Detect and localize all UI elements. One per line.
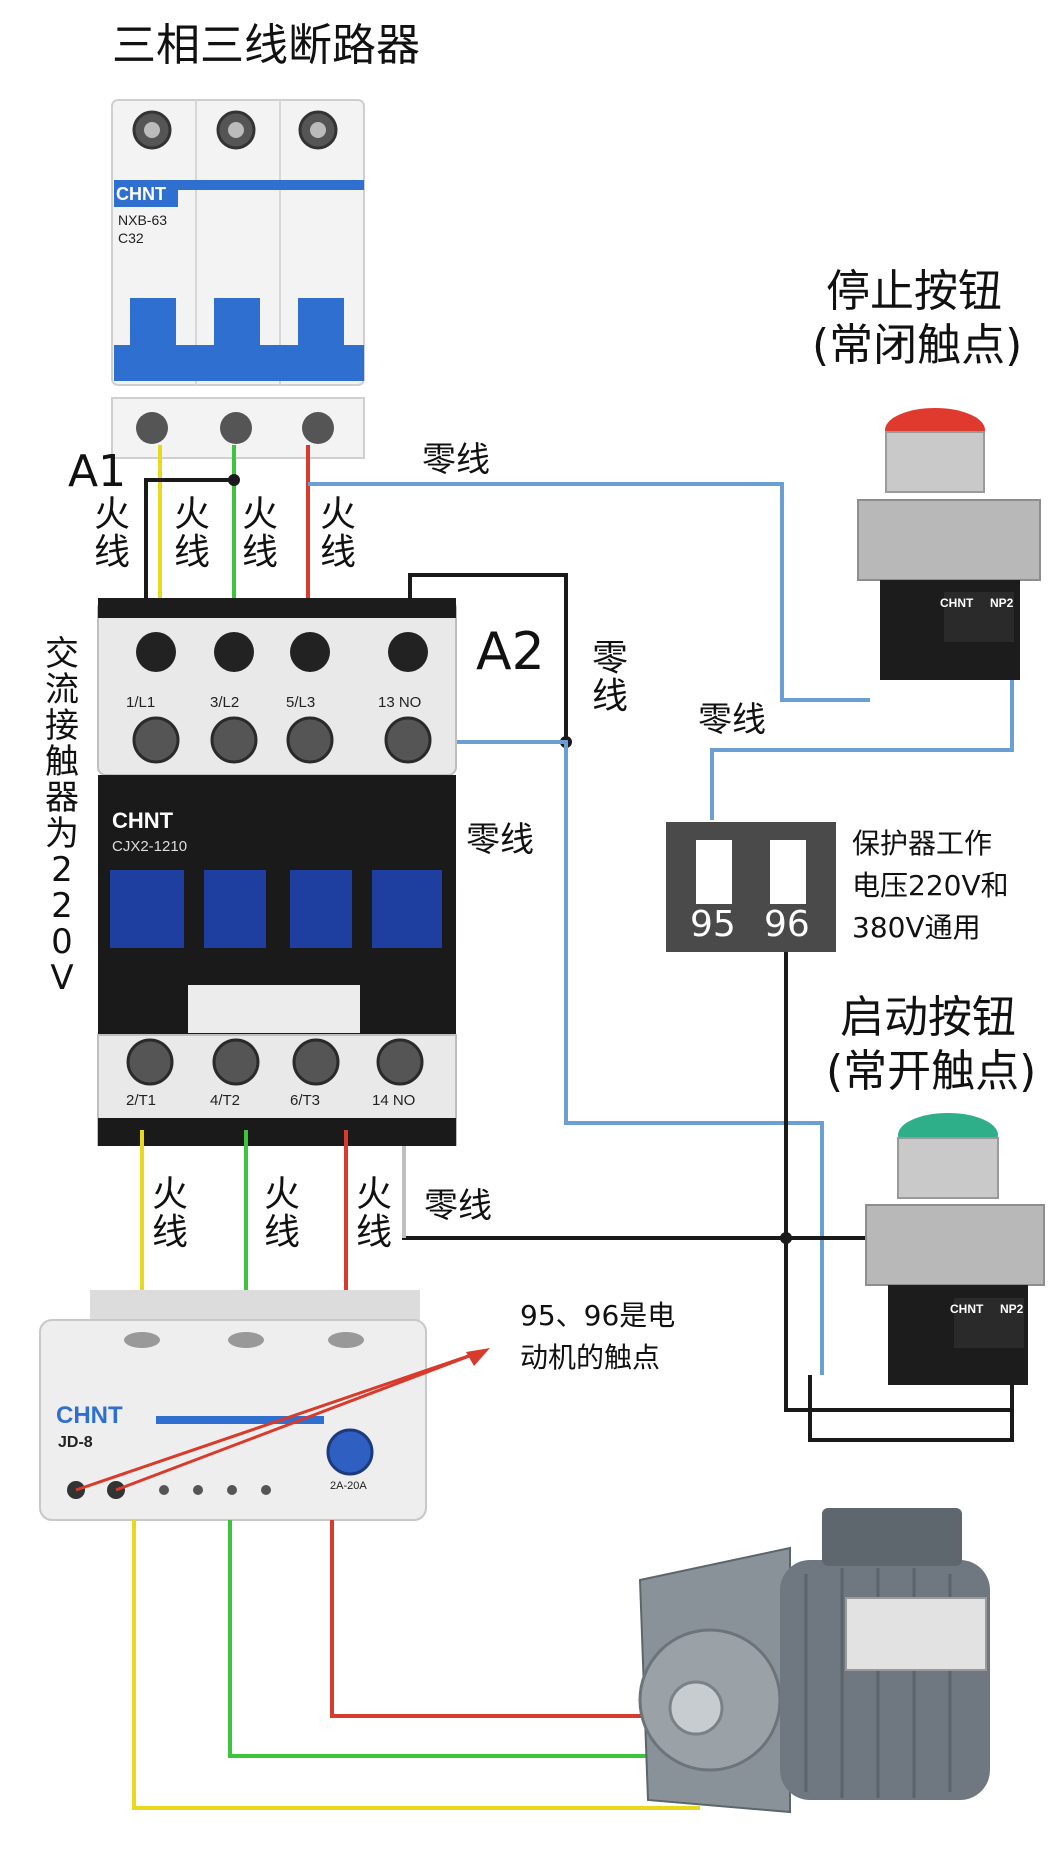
contactor-top-terminal-4: 13 NO xyxy=(378,694,422,711)
neutral-label-1: 零线 xyxy=(422,440,490,480)
neutral-label-4: 零线 xyxy=(466,820,534,860)
a1-label: A1 xyxy=(68,446,127,497)
ac-contactor xyxy=(97,598,457,1146)
contactor-top-terminal-1: 1/L1 xyxy=(126,694,156,711)
stop-button-subtitle: (常闭触点) xyxy=(812,320,1023,371)
start-button-model: NP2 xyxy=(1000,1302,1024,1316)
live-label-3: 火线 xyxy=(241,494,278,573)
live-label-1: 火线 xyxy=(93,494,130,573)
neutral-label-2: 零线 xyxy=(591,638,628,717)
wire-motor-green xyxy=(228,1520,700,1758)
three-phase-breaker xyxy=(111,99,365,459)
stop-button-title: 停止按钮 xyxy=(826,266,1002,317)
protector-brand: CHNT xyxy=(56,1402,123,1429)
breaker-title: 三相三线断路器 xyxy=(112,20,420,71)
start-button[interactable] xyxy=(865,1113,1045,1385)
electric-motor xyxy=(638,1508,990,1814)
wire-motor-red xyxy=(330,1520,690,1718)
contactor-bottom-terminal-3: 6/T3 xyxy=(290,1092,321,1109)
wire-stop-95 xyxy=(710,660,1014,820)
contacts-arrows xyxy=(75,1348,490,1492)
contacts-note-2: 动机的触点 xyxy=(520,1341,661,1374)
breaker-handles[interactable] xyxy=(114,298,364,381)
contactor-voltage-note: 交流接触器为220V xyxy=(45,634,79,998)
start-button-subtitle: (常开触点) xyxy=(826,1046,1037,1097)
contactor-top-terminal-3: 5/L3 xyxy=(286,694,316,711)
wire-a1-coil xyxy=(144,478,234,640)
live-label-2: 火线 xyxy=(173,494,210,573)
neutral-label-3: 零线 xyxy=(698,700,766,740)
live-label-6: 火线 xyxy=(263,1174,300,1253)
terminal-96-label: 96 xyxy=(764,904,810,945)
wire-neutral-stop xyxy=(308,482,870,702)
breaker-brand: CHNT xyxy=(116,184,166,204)
contactor-bottom-terminal-1: 2/T1 xyxy=(126,1092,157,1109)
terminal-box-95-96 xyxy=(666,822,836,952)
protector-note-2: 电压220V和 xyxy=(852,869,1009,902)
contactor-bottom-screws xyxy=(126,1038,424,1086)
stop-button[interactable] xyxy=(857,408,1041,680)
protector-contacts xyxy=(67,1481,271,1499)
neutral-label-5: 零线 xyxy=(424,1186,492,1226)
breaker-model: NXB-63 xyxy=(118,212,168,228)
start-button-title: 启动按钮 xyxy=(840,992,1016,1043)
protector-note-3: 380V通用 xyxy=(852,911,981,944)
wire-13no-start xyxy=(422,740,824,1375)
contactor-model: CJX2-1210 xyxy=(112,838,188,855)
terminal-95-label: 95 xyxy=(690,904,736,945)
live-label-7: 火线 xyxy=(355,1174,392,1253)
contactor-bottom-terminal-2: 4/T2 xyxy=(210,1092,241,1109)
wire-motor-yellow xyxy=(132,1520,700,1810)
start-button-brand: CHNT xyxy=(950,1302,984,1316)
contacts-note-1: 95、96是电 xyxy=(520,1299,676,1332)
protector-model: JD-8 xyxy=(58,1434,93,1451)
protector-note-1: 保护器工作 xyxy=(852,827,993,860)
protector-range: 2A-20A xyxy=(330,1480,367,1492)
live-label-5: 火线 xyxy=(151,1174,188,1253)
live-label-4: 火线 xyxy=(319,494,356,573)
stop-button-brand: CHNT xyxy=(940,596,974,610)
contactor-bottom-terminal-4: 14 NO xyxy=(372,1092,416,1109)
breaker-rating: C32 xyxy=(118,230,144,246)
a2-label: A2 xyxy=(476,622,545,682)
breaker-top-screws xyxy=(132,110,338,150)
contactor-brand: CHNT xyxy=(112,808,174,833)
stop-button-model: NP2 xyxy=(990,596,1014,610)
contactor-top-terminal-2: 3/L2 xyxy=(210,694,240,711)
contactor-top-screws xyxy=(132,632,432,764)
